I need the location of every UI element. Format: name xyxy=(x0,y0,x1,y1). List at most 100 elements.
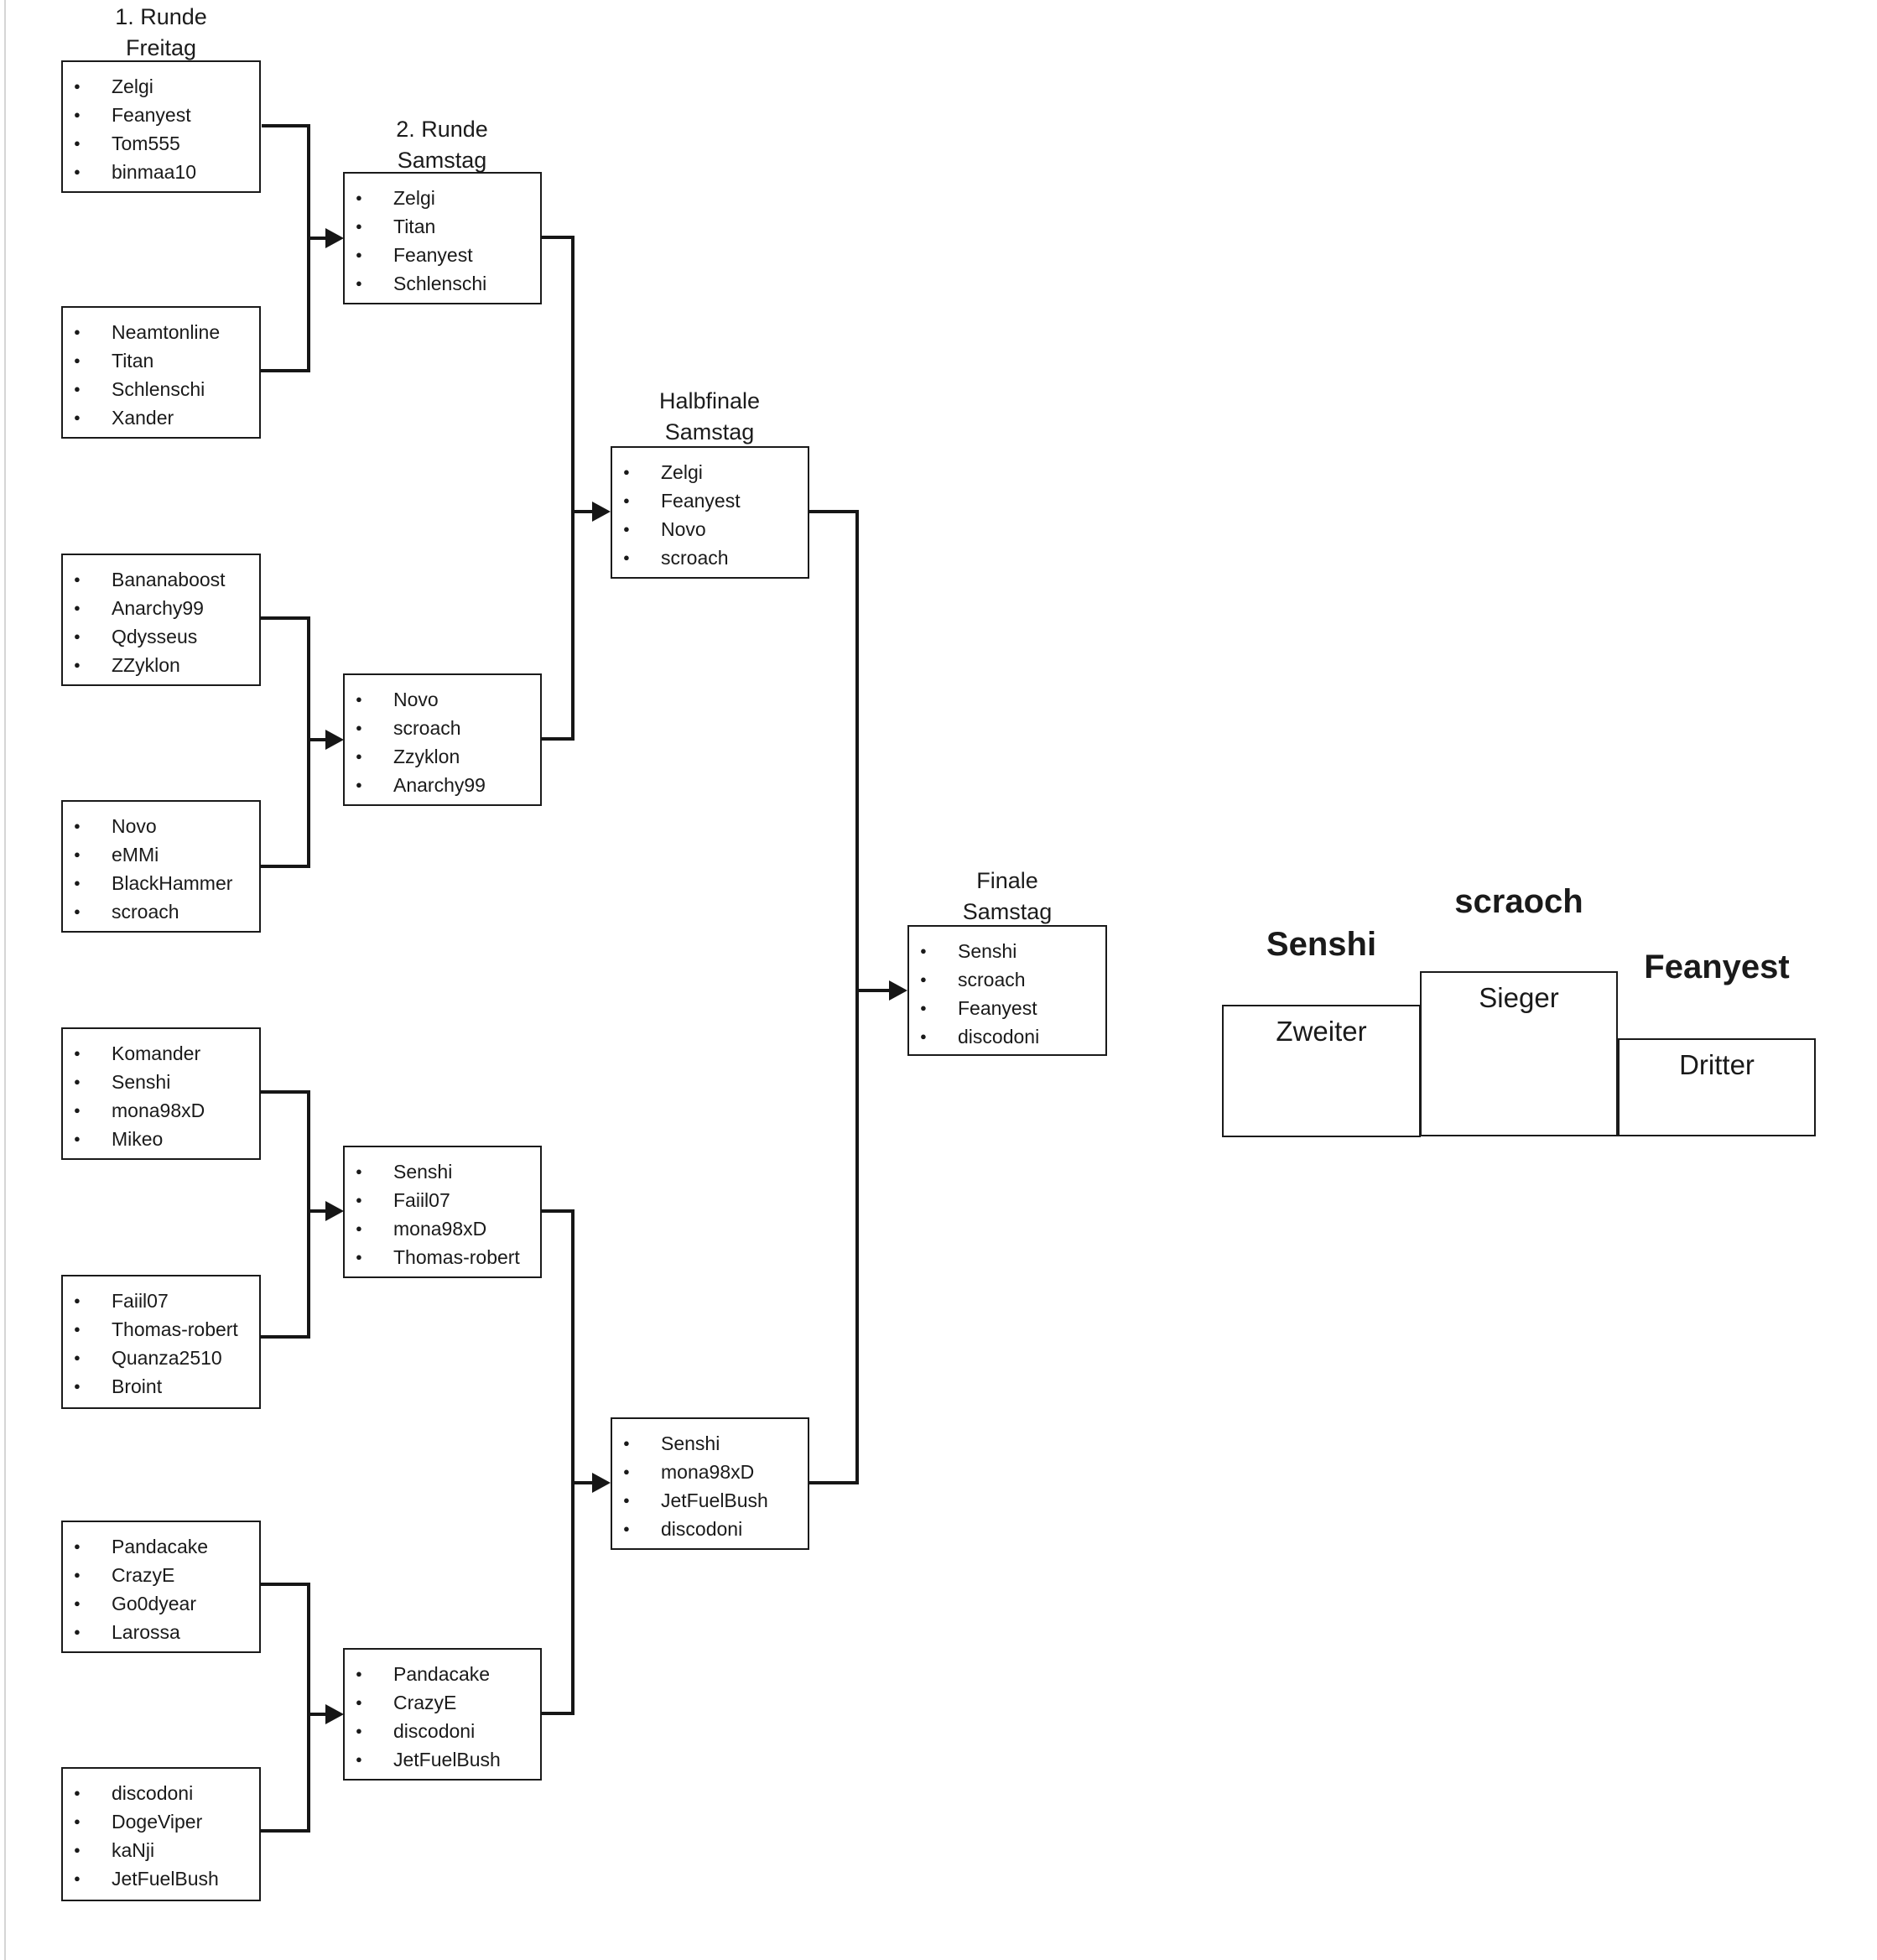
player-name: Senshi xyxy=(612,1429,808,1458)
player-name: Zelgi xyxy=(63,72,259,101)
connector-line xyxy=(307,124,310,372)
player-name: JetFuelBush xyxy=(63,1864,259,1893)
player-name: Broint xyxy=(63,1372,259,1401)
connector-line xyxy=(309,1713,327,1716)
player-name: Xander xyxy=(63,403,259,432)
player-name: Quanza2510 xyxy=(63,1344,259,1372)
player-list: ZelgiFeanyestTom555binmaa10 xyxy=(63,62,259,186)
player-list: ZelgiTitanFeanyestSchlenschi xyxy=(345,174,540,298)
connector-line xyxy=(309,237,327,240)
player-name: Thomas-robert xyxy=(63,1315,259,1344)
player-name: Novo xyxy=(63,812,259,840)
podium-first-rank: Sieger xyxy=(1479,982,1559,1013)
player-name: scroach xyxy=(345,714,540,742)
player-name: Bananaboost xyxy=(63,565,259,594)
player-name: discodoni xyxy=(612,1515,808,1543)
podium-third-name: Feanyest xyxy=(1644,949,1790,985)
arrow-icon xyxy=(325,1201,344,1221)
final-box: SenshiscroachFeanyestdiscodoni xyxy=(907,925,1107,1056)
connector-line xyxy=(260,1335,309,1339)
player-list: NeamtonlineTitanSchlenschiXander xyxy=(63,308,259,432)
player-list: SenshiFaiil07mona98xDThomas-robert xyxy=(345,1147,540,1271)
player-name: Novo xyxy=(345,685,540,714)
round2-box-2: NovoscroachZzyklonAnarchy99 xyxy=(343,673,542,806)
player-name: Mikeo xyxy=(63,1125,259,1153)
player-name: Anarchy99 xyxy=(345,771,540,799)
round1-box-8: discodoniDogeViperkaNjiJetFuelBush xyxy=(61,1767,261,1901)
player-name: Zelgi xyxy=(345,184,540,212)
round2-box-3: SenshiFaiil07mona98xDThomas-robert xyxy=(343,1146,542,1278)
player-name: Pandacake xyxy=(63,1532,259,1561)
player-name: Faiil07 xyxy=(63,1287,259,1315)
player-name: Titan xyxy=(63,346,259,375)
round1-box-7: PandacakeCrazyEGo0dyearLarossa xyxy=(61,1521,261,1653)
player-name: Schlenschi xyxy=(63,375,259,403)
player-name: BlackHammer xyxy=(63,869,259,897)
player-list: ZelgiFeanyestNovoscroach xyxy=(612,448,808,572)
connector-line xyxy=(541,1712,575,1715)
arrow-icon xyxy=(592,502,611,522)
player-name: scroach xyxy=(612,543,808,572)
arrow-icon xyxy=(325,228,344,248)
round1-header: 1. Runde Freitag xyxy=(60,2,262,64)
player-name: CrazyE xyxy=(345,1688,540,1717)
arrow-icon xyxy=(592,1473,611,1493)
player-name: mona98xD xyxy=(63,1096,259,1125)
player-name: Schlenschi xyxy=(345,269,540,298)
connector-line xyxy=(309,1209,327,1213)
player-name: Tom555 xyxy=(63,129,259,158)
player-name: scroach xyxy=(63,897,259,926)
player-list: PandacakeCrazyEdiscodoniJetFuelBush xyxy=(345,1650,540,1774)
connector-line xyxy=(307,616,310,868)
player-name: Feanyest xyxy=(345,241,540,269)
semifinal-header: Halbfinale Samstag xyxy=(609,386,810,448)
round1-box-3: BananaboostAnarchy99QdysseusZZyklon xyxy=(61,554,261,686)
connector-line xyxy=(260,865,309,868)
player-name: scroach xyxy=(909,965,1105,994)
round1-box-4: NovoeMMiBlackHammerscroach xyxy=(61,800,261,933)
player-name: Novo xyxy=(612,515,808,543)
player-list: NovoeMMiBlackHammerscroach xyxy=(63,802,259,926)
player-name: Larossa xyxy=(63,1618,259,1646)
player-name: Pandacake xyxy=(345,1660,540,1688)
round2-header-line1: 2. Runde xyxy=(396,117,488,142)
connector-line xyxy=(541,1209,575,1213)
page-edge-line xyxy=(4,0,6,1960)
round1-box-2: NeamtonlineTitanSchlenschiXander xyxy=(61,306,261,439)
podium-first-box: Sieger xyxy=(1420,971,1618,1136)
connector-line xyxy=(260,1583,309,1586)
round1-box-6: Faiil07Thomas-robertQuanza2510Broint xyxy=(61,1275,261,1409)
player-list: Senshimona98xDJetFuelBushdiscodoni xyxy=(612,1419,808,1543)
semifinal-box-2: Senshimona98xDJetFuelBushdiscodoni xyxy=(611,1417,809,1550)
player-name: binmaa10 xyxy=(63,158,259,186)
player-name: JetFuelBush xyxy=(612,1486,808,1515)
player-list: KomanderSenshimona98xDMikeo xyxy=(63,1029,259,1153)
final-header-line1: Finale xyxy=(976,868,1038,893)
connector-line xyxy=(573,1481,594,1484)
player-name: Neamtonline xyxy=(63,318,259,346)
player-name: discodoni xyxy=(909,1022,1105,1051)
round1-header-line2: Freitag xyxy=(125,35,197,60)
player-name: Feanyest xyxy=(909,994,1105,1022)
connector-line xyxy=(262,124,309,127)
player-name: Anarchy99 xyxy=(63,594,259,622)
round1-box-1: ZelgiFeanyestTom555binmaa10 xyxy=(61,60,261,193)
player-name: Qdysseus xyxy=(63,622,259,651)
podium-third-box: Dritter xyxy=(1618,1038,1816,1136)
arrow-icon xyxy=(889,980,907,1001)
player-name: Feanyest xyxy=(612,486,808,515)
connector-line xyxy=(307,1583,310,1833)
final-header-line2: Samstag xyxy=(962,899,1053,924)
player-name: Faiil07 xyxy=(345,1186,540,1214)
connector-line xyxy=(541,236,575,239)
player-name: kaNji xyxy=(63,1836,259,1864)
player-name: JetFuelBush xyxy=(345,1745,540,1774)
player-list: SenshiscroachFeanyestdiscodoni xyxy=(909,927,1105,1051)
podium-second-name: Senshi xyxy=(1266,926,1377,963)
podium-second-rank: Zweiter xyxy=(1276,1016,1367,1047)
player-list: PandacakeCrazyEGo0dyearLarossa xyxy=(63,1522,259,1646)
final-header: Finale Samstag xyxy=(907,866,1108,928)
player-name: DogeViper xyxy=(63,1807,259,1836)
connector-line xyxy=(573,510,594,513)
arrow-icon xyxy=(325,730,344,750)
